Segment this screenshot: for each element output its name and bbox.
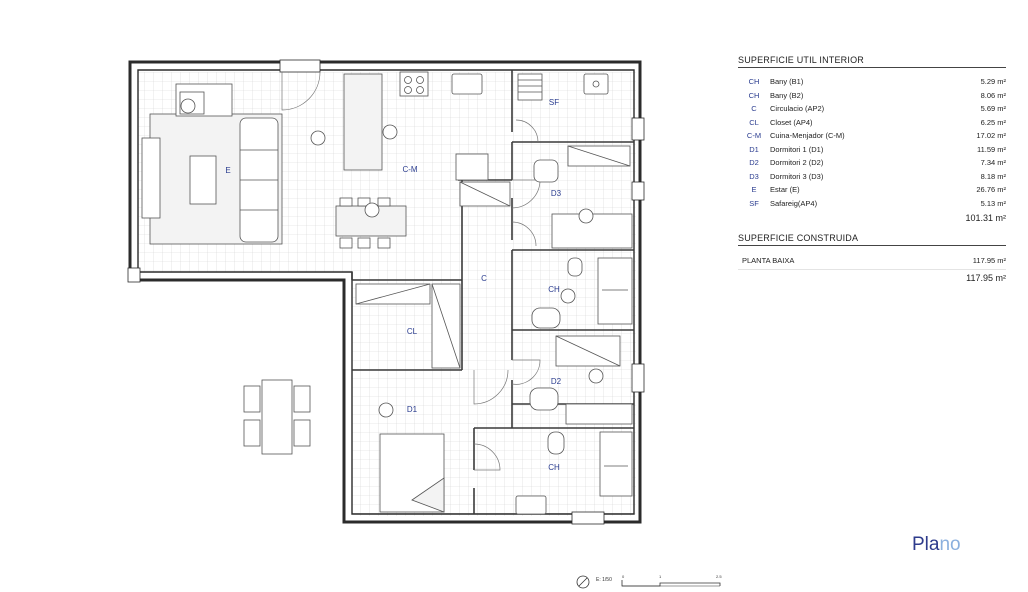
area-row-code: SF bbox=[749, 198, 759, 208]
scale-tick-0: 0 bbox=[622, 574, 625, 579]
area-row-area: 7.34 m² bbox=[980, 158, 1006, 168]
area-row-code: CH bbox=[748, 90, 760, 100]
interior-walls bbox=[351, 70, 634, 514]
bedroom-d2-furniture bbox=[529, 335, 633, 425]
room-label-d1: D1 bbox=[407, 405, 418, 414]
terrace-table bbox=[243, 379, 311, 455]
area-row-code: CL bbox=[749, 117, 759, 127]
area-row: E Estar (E) 26.76 m² bbox=[738, 183, 1006, 197]
area-row-area: 5.13 m² bbox=[980, 198, 1006, 208]
area-row-name: Closet (AP4) bbox=[770, 117, 813, 127]
built-area-list: PLANTA BAIXA 117.95 m² bbox=[738, 253, 1006, 270]
area-panel: SUPERFICIE UTIL INTERIOR CH Bany (B1) 5.29… bbox=[738, 55, 1006, 283]
laundry-furniture bbox=[517, 73, 609, 101]
area-row: D3 Dormitori 3 (D3) 8.18 m² bbox=[738, 170, 1006, 184]
area-row: CH Bany (B2) 8.06 m² bbox=[738, 89, 1006, 103]
bedroom-d3-furniture bbox=[533, 145, 633, 249]
room-label-d3: D3 bbox=[551, 189, 562, 198]
area-row-code: CH bbox=[748, 77, 760, 87]
area-row: CH Bany (B1) 5.29 m² bbox=[738, 75, 1006, 89]
room-label-cuina: C-M bbox=[402, 165, 417, 174]
area-row-name: Dormitori 3 (D3) bbox=[770, 171, 824, 181]
area-row-name: Dormitori 1 (D1) bbox=[770, 144, 824, 154]
scale-tick-2: 2.5 bbox=[716, 574, 722, 579]
area-row-name: Dormitori 2 (D2) bbox=[770, 158, 824, 168]
windows bbox=[127, 59, 645, 525]
area-row-area: 5.69 m² bbox=[980, 104, 1006, 114]
brand-part-2: no bbox=[939, 534, 961, 555]
area-row: SF Safareig(AP4) 5.13 m² bbox=[738, 197, 1006, 211]
area-row-name: Bany (B2) bbox=[770, 90, 804, 100]
closet-furniture bbox=[355, 283, 461, 369]
area-row: D2 Dormitori 2 (D2) 7.34 m² bbox=[738, 156, 1006, 170]
north-arrow-icon bbox=[576, 575, 590, 589]
area-row: C-M Cuina-Menjador (C-M) 17.02 m² bbox=[738, 129, 1006, 143]
area-row-code: D2 bbox=[749, 158, 759, 168]
area-row-name: Cuina-Menjador (C-M) bbox=[770, 131, 845, 141]
area-row-code: E bbox=[751, 185, 757, 195]
room-label-bany-b1: CH bbox=[548, 463, 560, 472]
area-row-name: Estar (E) bbox=[770, 185, 800, 195]
area-row-code: D3 bbox=[749, 171, 759, 181]
area-row-name: Safareig(AP4) bbox=[770, 198, 818, 208]
area-row-area: 8.18 m² bbox=[980, 171, 1006, 181]
room-label-safareig: SF bbox=[549, 98, 559, 107]
area-row-name: Bany (B1) bbox=[770, 77, 804, 87]
bath-b1-fixtures bbox=[515, 431, 633, 515]
area-row-area: 17.02 m² bbox=[976, 131, 1006, 141]
area-row-code: D1 bbox=[749, 144, 759, 154]
room-label-bany-b2: CH bbox=[548, 285, 560, 294]
built-area-row: PLANTA BAIXA 117.95 m² bbox=[738, 253, 1006, 267]
useful-area-total: 101.31 m² bbox=[965, 213, 1006, 223]
area-row-name: Circulacio (AP2) bbox=[770, 104, 825, 114]
useful-area-title: SUPERFICIE UTIL INTERIOR bbox=[738, 55, 1006, 68]
area-row-code: C-M bbox=[746, 131, 762, 141]
scale-label: E: 1/50 bbox=[596, 577, 612, 583]
area-row-area: 6.25 m² bbox=[980, 117, 1006, 127]
area-row: C Circulacio (AP2) 5.69 m² bbox=[738, 102, 1006, 116]
room-label-circulacio: C bbox=[481, 274, 487, 283]
scale-bar: 0 1 2.5 bbox=[576, 574, 722, 589]
built-area-name: PLANTA BAIXA bbox=[742, 255, 795, 265]
brand-logo: Plano bbox=[912, 534, 961, 556]
bedroom-d1-furniture bbox=[378, 402, 445, 513]
living-room-furniture bbox=[141, 83, 326, 245]
bath-b2-fixtures bbox=[531, 257, 633, 329]
area-row-area: 5.29 m² bbox=[980, 77, 1006, 87]
room-label-d2: D2 bbox=[551, 377, 562, 386]
area-row: CL Closet (AP4) 6.25 m² bbox=[738, 116, 1006, 130]
kitchen-furniture bbox=[335, 71, 511, 249]
room-label-estar: E bbox=[225, 166, 230, 175]
floor-plan: E C-M SF D3 C CL CH D2 D1 CH bbox=[127, 59, 645, 525]
area-row-code: C bbox=[751, 104, 757, 114]
brand-part-1: Pla bbox=[912, 534, 940, 555]
area-row-area: 26.76 m² bbox=[976, 185, 1006, 195]
built-area-value: 117.95 m² bbox=[972, 255, 1006, 265]
built-area-total: 117.95 m² bbox=[966, 273, 1006, 283]
area-row: D1 Dormitori 1 (D1) 11.59 m² bbox=[738, 143, 1006, 157]
area-row-area: 11.59 m² bbox=[976, 144, 1006, 154]
scale-tick-1: 1 bbox=[659, 574, 662, 579]
built-area-title: SUPERFICIE CONSTRUIDA bbox=[738, 233, 1006, 246]
room-label-closet: CL bbox=[407, 327, 418, 336]
area-row-area: 8.06 m² bbox=[980, 90, 1006, 100]
useful-area-list: CH Bany (B1) 5.29 m² CH Bany (B2) 8.06 m² C Cir… bbox=[738, 75, 1006, 210]
